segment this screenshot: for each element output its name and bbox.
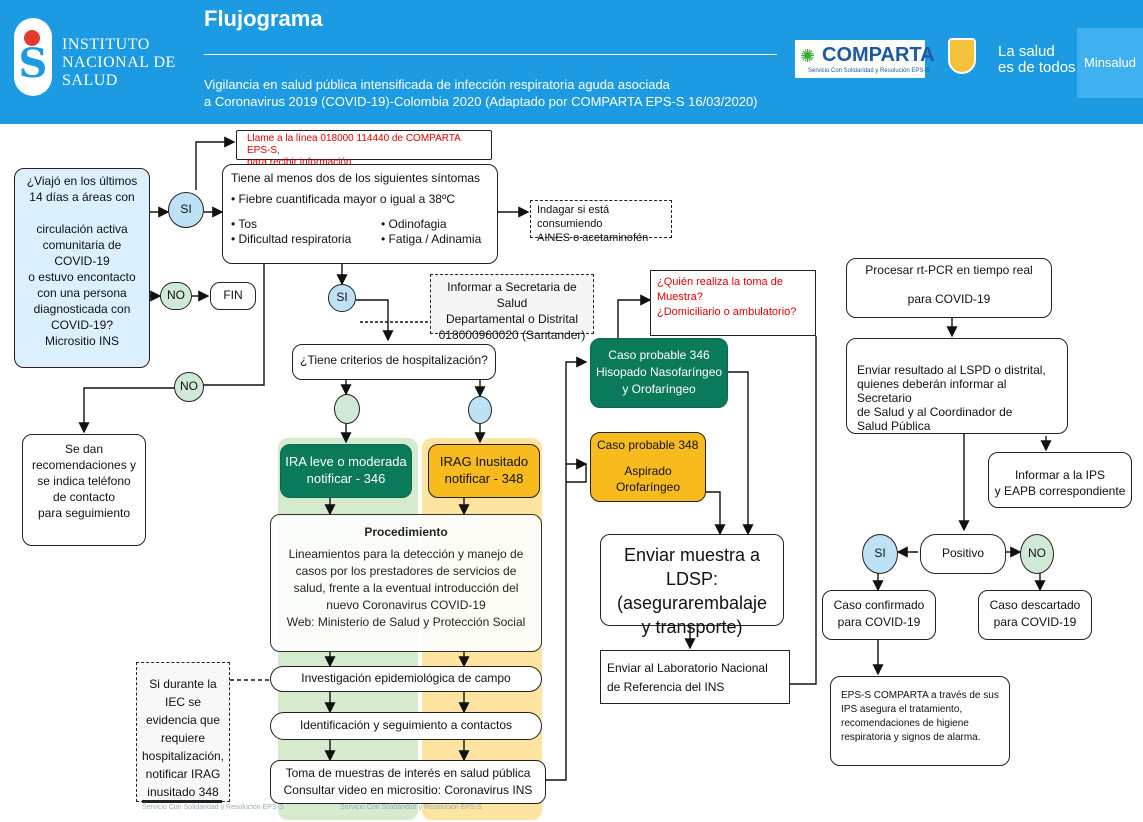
recomendaciones-box: Se dan recomendaciones y se indica teléf… xyxy=(22,434,146,546)
salud-de-todos-logo: La salud es de todos xyxy=(998,43,1076,76)
investigacion-box: Investigación epidemiológica de campo xyxy=(270,666,542,692)
caso-probable-346-box: Caso probable 346 Hisopado Nasofaríngeo … xyxy=(590,338,728,408)
comparta-people-icon: ✺ xyxy=(800,46,816,66)
footer-watermark-right: Servicio Con Solidaridad y Resolución EP… xyxy=(340,804,482,811)
comparta-logo-text: COMPARTA xyxy=(822,44,935,66)
caso-confirmado-box: Caso confirmado para COVID-19 xyxy=(822,590,936,640)
sintomas-title: Tiene al menos dos de los siguientes sín… xyxy=(231,171,481,185)
procesar-pcr-box: Procesar rt-PCR en tiempo real para COVI… xyxy=(846,258,1052,318)
org-name-line3: SALUD xyxy=(62,72,118,89)
procesar-line2: para COVID-19 xyxy=(907,292,991,306)
ins-logo-mark: S xyxy=(18,40,48,87)
si-circle-3: SI xyxy=(862,534,898,574)
informar-ips-box: Informar a la IPS y EAPB correspondiente xyxy=(988,452,1132,508)
caso-probable-348-box: Caso probable 348 Aspirado Orofaríngeo xyxy=(590,432,706,502)
positivo-box: Positivo xyxy=(920,534,1006,574)
viajo-question-box: ¿Viajó en los últimos 14 días a áreas co… xyxy=(14,168,150,368)
quien-toma-muestra-box: ¿Quién realiza la toma de Muestra? ¿Domi… xyxy=(650,270,816,336)
org-name-line1: INSTITUTO xyxy=(62,36,150,53)
hospitalizacion-no-circle xyxy=(334,394,360,424)
irag-inusitado-box: IRAG Inusitado notificar - 348 xyxy=(428,444,540,498)
ins-logo-dot xyxy=(24,30,40,46)
si-durante-iec-box: Si durante la IEC se evidencia que requi… xyxy=(136,662,230,802)
hospitalizacion-si-circle xyxy=(468,396,492,424)
sintomas-fatiga: • Fatiga / Adinamia xyxy=(381,232,482,246)
procesar-line1: Procesar rt-PCR en tiempo real xyxy=(865,263,1033,277)
caso348-title: Caso probable 348 xyxy=(597,438,699,452)
procedimiento-body: Lineamientos para la detección y manejo … xyxy=(286,547,526,629)
eps-comparta-box: EPS-S COMPARTA a través de sus IPS asegu… xyxy=(830,676,1010,766)
no-circle-1: NO xyxy=(160,282,192,310)
org-name-line2: NACIONAL DE xyxy=(62,54,176,71)
minsalud-logo: Minsalud xyxy=(1077,28,1143,98)
sintomas-dificultad: • Dificultad respiratoria xyxy=(231,232,352,246)
colombia-shield-icon xyxy=(948,38,976,74)
sintomas-odinofagia: • Odinofagia xyxy=(381,217,447,231)
page-subtitle: Vigilancia en salud pública intensificad… xyxy=(204,77,758,109)
criterios-hospitalizacion-box: ¿Tiene criterios de hospitalización? xyxy=(292,344,496,380)
indagar-box: Indagar si está consumiendo AINES o acet… xyxy=(530,200,672,244)
comparta-logo xyxy=(795,40,925,78)
toma-muestras-box: Toma de muestras de interés en salud púb… xyxy=(270,760,546,804)
si-circle-2: SI xyxy=(328,284,356,312)
sintomas-fiebre: • Fiebre cuantificada mayor o igual a 38… xyxy=(231,192,456,206)
footer-underline xyxy=(142,800,222,803)
procedimiento-title: Procedimiento xyxy=(364,525,448,539)
sintomas-tos: • Tos xyxy=(231,217,257,231)
page-title: Flujograma xyxy=(204,6,323,31)
si-circle-1: SI xyxy=(168,192,204,228)
sintomas-box: Tiene al menos dos de los siguientes sín… xyxy=(222,164,498,264)
comparta-tagline: Servicio Con Solidaridad y Resolución EP… xyxy=(808,68,930,74)
no-circle-3: NO xyxy=(1020,534,1054,574)
llame-linea-box: Llame a la línea 018000 114440 de COMPAR… xyxy=(236,130,492,168)
enviar-resultado-box: Enviar resultado al LSPD o distrital, qu… xyxy=(846,338,1068,434)
procedimiento-box: Procedimiento Lineamientos para la detec… xyxy=(270,514,542,652)
footer-watermark-left: Servicio Con Solidaridad y Resolución EP… xyxy=(142,804,284,811)
informar-secretaria-box: Informar a Secretaria de Salud Departame… xyxy=(430,274,594,342)
enviar-ldsp-box: Enviar muestra a LDSP: (asegurarembalaje… xyxy=(600,534,784,637)
no-circle-2: NO xyxy=(174,372,204,402)
caso348-body: Aspirado Orofaríngeo xyxy=(615,464,681,494)
enviar-laboratorio-box: Enviar al Laboratorio Nacional de Refere… xyxy=(600,650,790,704)
fin-box: FIN xyxy=(210,282,256,310)
identificacion-box: Identificación y seguimiento a contactos xyxy=(270,712,542,740)
caso-descartado-box: Caso descartado para COVID-19 xyxy=(978,590,1092,640)
title-divider xyxy=(204,54,777,55)
ira-leve-box: IRA leve o moderada notificar - 346 xyxy=(280,444,412,498)
